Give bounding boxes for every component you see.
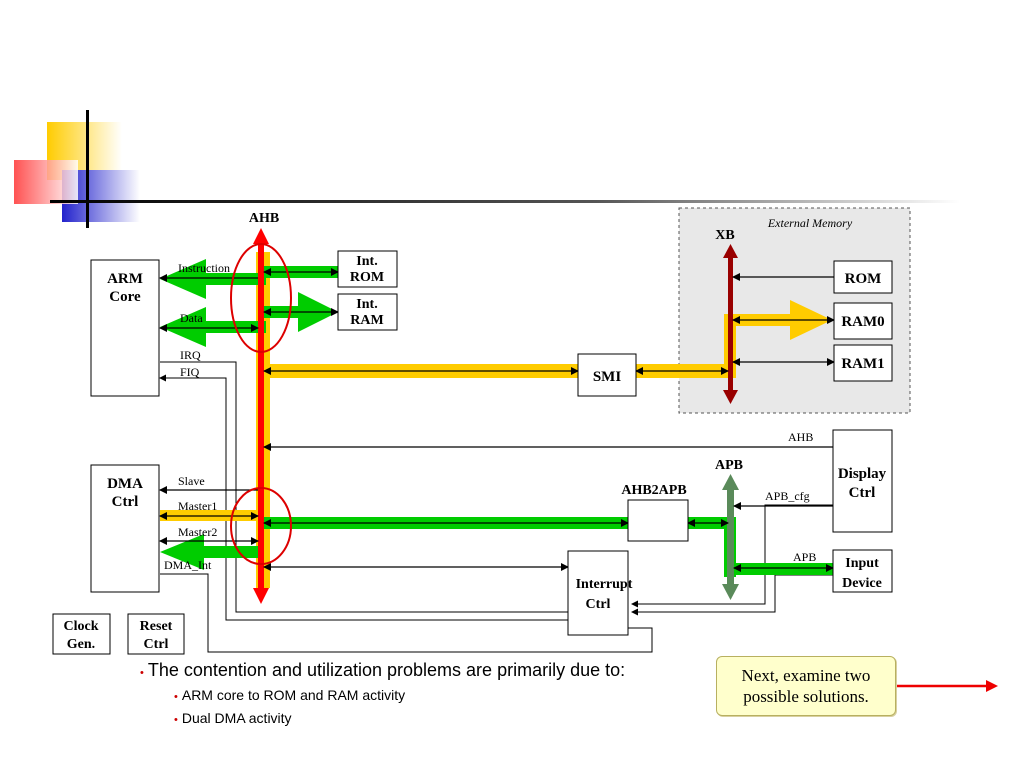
clock-gen-block: Clock Gen. [52, 613, 111, 655]
bullet-sub-2: •Dual DMA activity [174, 710, 292, 726]
svg-text:RAM0: RAM0 [841, 314, 884, 330]
rom-block: ROM [833, 260, 893, 294]
external-memory-label: External Memory [767, 216, 853, 230]
svg-text:ROM: ROM [845, 271, 882, 287]
apb-bus-label: APB [715, 458, 743, 473]
xb-bus [723, 244, 738, 404]
svg-text:Ctrl: Ctrl [586, 597, 611, 612]
svg-text:Clock: Clock [64, 619, 99, 634]
ahb-bus-label: AHB [249, 211, 279, 226]
svg-text:Device: Device [842, 576, 882, 591]
svg-text:Int.: Int. [356, 254, 377, 269]
ram1-block: RAM1 [833, 344, 893, 382]
int-rom-block: Int. ROM [337, 250, 398, 288]
xb-bus-label: XB [715, 228, 734, 243]
svg-text:ROM: ROM [350, 270, 384, 285]
input-device-block: Input Device [832, 549, 893, 593]
svg-text:Ctrl: Ctrl [112, 494, 139, 510]
slide-decoration [14, 110, 960, 228]
svg-text:Int.: Int. [356, 297, 377, 312]
svg-text:Gen.: Gen. [67, 637, 95, 652]
svg-text:RAM: RAM [350, 313, 383, 328]
svg-text:Interrupt: Interrupt [576, 577, 633, 592]
signal-label-fiq: FIQ [180, 365, 200, 379]
smi-block: SMI [577, 353, 637, 397]
signal-label-irq: IRQ [180, 348, 201, 362]
signal-label-master2: Master2 [178, 525, 217, 539]
display-ctrl-block: Display Ctrl [832, 429, 893, 533]
svg-text:ARM: ARM [107, 271, 143, 287]
signal-label-data: Data [180, 311, 203, 325]
ahb2apb-block: AHB2APB [621, 483, 689, 542]
svg-text:Input: Input [845, 556, 879, 571]
signal-label-instruction: Instruction [178, 261, 230, 275]
signal-label-ahb-display: AHB [788, 430, 813, 444]
apb-bus [722, 474, 739, 600]
contention-circle-dma [230, 487, 292, 565]
svg-text:Ctrl: Ctrl [849, 485, 876, 501]
svg-text:Display: Display [838, 466, 887, 482]
svg-text:Ctrl: Ctrl [144, 637, 169, 652]
next-arrow [896, 680, 998, 692]
signal-label-apb-cfg: APB_cfg [765, 489, 810, 503]
int-ram-block: Int. RAM [337, 293, 398, 331]
ahb-bus [253, 228, 269, 604]
signal-label-master1: Master1 [178, 499, 217, 513]
dma-ctrl-block: DMA Ctrl [90, 464, 160, 593]
svg-text:Reset: Reset [140, 619, 173, 634]
interrupt-ctrl-block: Interrupt Ctrl [567, 550, 633, 636]
next-step-note: Next, examine two possible solutions. [716, 656, 896, 716]
reset-ctrl-block: Reset Ctrl [127, 613, 185, 655]
bullet-list: •The contention and utilization problems… [140, 658, 720, 731]
ram0-block: RAM0 [833, 302, 893, 340]
contention-circle-cpu [230, 243, 292, 353]
svg-text:Core: Core [109, 289, 141, 305]
signal-label-dma-int: DMA_Int [164, 558, 212, 572]
svg-text:DMA: DMA [107, 476, 143, 492]
svg-text:AHB2APB: AHB2APB [621, 483, 686, 498]
bullet-sub-1: •ARM core to ROM and RAM activity [174, 687, 406, 703]
signal-label-slave: Slave [178, 474, 205, 488]
signal-label-apb-input: APB [793, 550, 816, 564]
svg-text:RAM1: RAM1 [841, 356, 884, 372]
arm-core-block: ARM Core [90, 259, 160, 397]
svg-text:SMI: SMI [593, 369, 622, 385]
bullet-main: •The contention and utilization problems… [140, 660, 626, 680]
bus-connection-arrows [159, 268, 835, 572]
